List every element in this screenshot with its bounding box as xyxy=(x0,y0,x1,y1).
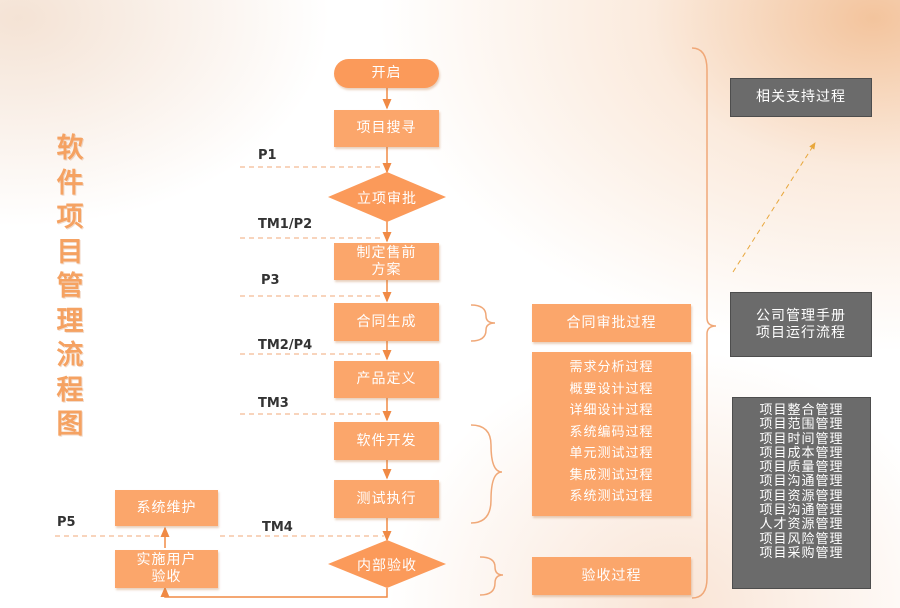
mgmt-area-item[interactable]: 项目沟通管理 xyxy=(759,503,844,519)
contract-approval-process[interactable]: 合同审批过程 xyxy=(532,304,691,342)
brace-dev xyxy=(470,424,503,524)
mgmt-area-item[interactable]: 人才资源管理 xyxy=(759,517,844,533)
dev-process-item[interactable]: 概要设计过程 xyxy=(569,381,654,397)
company-manual-box[interactable]: 公司管理手册 项目运行流程 xyxy=(730,292,872,357)
dev-process-item[interactable]: 集成测试过程 xyxy=(569,467,654,483)
mgmt-area-item[interactable]: 项目质量管理 xyxy=(759,460,844,476)
mgmt-area-item[interactable]: 项目资源管理 xyxy=(759,488,844,504)
define-node[interactable]: 产品定义 xyxy=(334,361,439,398)
related-support-box[interactable]: 相关支持过程 xyxy=(730,78,872,117)
brace-large xyxy=(691,47,717,599)
milestone-p3-label: P3 xyxy=(261,273,280,288)
support-link-dashed xyxy=(732,142,816,273)
presale-node[interactable]: 制定售前 方案 xyxy=(334,243,439,280)
mgmt-area-item[interactable]: 项目风险管理 xyxy=(759,531,844,547)
diamond-accept-shape xyxy=(328,540,446,588)
mgmt-area-item[interactable]: 项目时间管理 xyxy=(759,431,844,447)
mgmt-area-list: 项目整合管理 项目范围管理 项目时间管理 项目成本管理 项目质量管理 项目沟通管… xyxy=(732,397,871,589)
dev-process-item[interactable]: 系统编码过程 xyxy=(569,424,654,440)
milestone-tm4-label: TM4 xyxy=(262,520,293,535)
dev-process-item[interactable]: 系统测试过程 xyxy=(569,489,654,504)
diamond-approve-shape xyxy=(328,172,446,222)
deploy-node[interactable]: 实施用户 验收 xyxy=(115,550,218,588)
mgmt-area-item[interactable]: 项目成本管理 xyxy=(759,445,844,461)
dev-process-item[interactable]: 需求分析过程 xyxy=(569,360,654,375)
contract-node[interactable]: 合同生成 xyxy=(334,303,439,341)
dev-process-item[interactable]: 单元测试过程 xyxy=(569,446,654,461)
milestone-tm1p2-label: TM1/P2 xyxy=(258,217,313,232)
maintain-node[interactable]: 系统维护 xyxy=(115,490,218,526)
dev-node[interactable]: 软件开发 xyxy=(334,422,439,460)
mgmt-area-item[interactable]: 项目整合管理 xyxy=(759,403,844,418)
acceptance-process[interactable]: 验收过程 xyxy=(532,557,691,595)
start-node[interactable]: 开启 xyxy=(334,59,439,88)
vertical-title: 软 件 项 目 管 理 流 程 图 xyxy=(56,133,84,440)
brace-contract xyxy=(470,304,496,342)
search-node[interactable]: 项目搜寻 xyxy=(334,110,439,147)
dev-process-item[interactable]: 详细设计过程 xyxy=(569,403,654,418)
dev-process-list: 需求分析过程 概要设计过程 详细设计过程 系统编码过程 单元测试过程 集成测试过… xyxy=(532,352,691,516)
mgmt-area-item[interactable]: 项目沟通管理 xyxy=(759,474,844,490)
milestone-p5-label: P5 xyxy=(57,515,76,530)
brace-accept xyxy=(479,556,504,596)
test-node[interactable]: 测试执行 xyxy=(334,480,439,518)
milestone-tm3-label: TM3 xyxy=(258,396,289,411)
approve-node-label[interactable]: 立项审批 xyxy=(357,191,417,207)
mgmt-area-item[interactable]: 项目采购管理 xyxy=(759,545,844,561)
milestone-p1-label: P1 xyxy=(258,148,277,163)
arrow-accept-deploy xyxy=(160,586,388,598)
milestone-tm2p4-label: TM2/P4 xyxy=(258,338,313,353)
accept-node-label[interactable]: 内部验收 xyxy=(357,558,417,574)
mgmt-area-item[interactable]: 项目范围管理 xyxy=(759,417,844,433)
